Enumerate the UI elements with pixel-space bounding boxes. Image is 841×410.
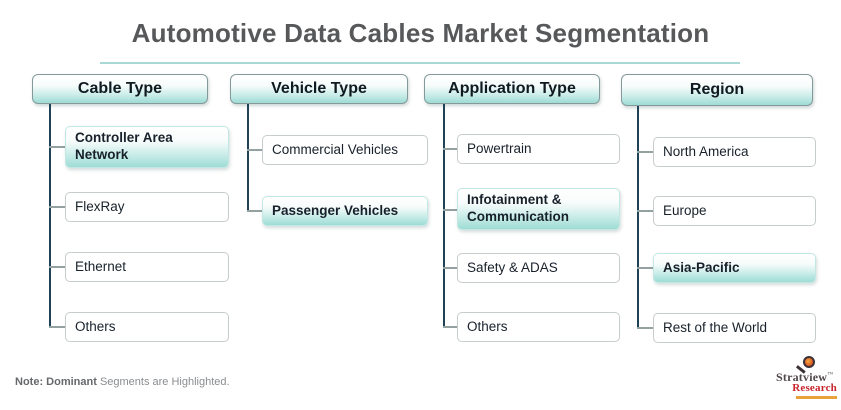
connector-stub — [49, 266, 65, 268]
box-powertrain: Powertrain — [457, 134, 620, 164]
segment-label: North America — [663, 143, 749, 159]
logo-sub-text: Research — [792, 382, 837, 394]
connector-stub — [637, 267, 653, 269]
connector-stub — [443, 209, 457, 211]
box-safety-adas: Safety & ADAS — [457, 253, 620, 283]
header-region: Region — [621, 74, 813, 106]
footnote-rest: Segments are Highlighted. — [96, 376, 230, 388]
header-label: Vehicle Type — [271, 80, 367, 97]
connector-stub — [637, 210, 653, 212]
header-application-type: Application Type — [424, 74, 600, 104]
segment-label: Others — [75, 318, 116, 334]
box-infotainment-communication: Infotainment & Communication — [457, 188, 620, 230]
box-ethernet: Ethernet — [65, 252, 229, 282]
box-controller-area-network: Controller Area Network — [65, 126, 229, 168]
header-label: Cable Type — [77, 80, 163, 97]
box-cable-others: Others — [65, 312, 229, 342]
connector-stub — [443, 326, 457, 328]
connector-stub — [247, 210, 262, 212]
connector-line — [49, 104, 51, 327]
segment-label: Commercial Vehicles — [272, 141, 399, 157]
logo-tagline-line — [796, 396, 837, 399]
connector-stub — [637, 327, 653, 329]
segment-label: Infotainment & Communication — [467, 192, 570, 224]
segment-label: Asia-Pacific — [663, 259, 740, 275]
connector-line — [247, 104, 249, 211]
box-north-america: North America — [653, 137, 816, 167]
connector-stub — [49, 146, 65, 148]
magnifier-icon — [803, 356, 815, 368]
footnote-bold: Note: Dominant — [15, 376, 97, 388]
footnote: Note: Dominant Segments are Highlighted. — [15, 376, 230, 388]
page-title: Automotive Data Cables Market Segmentati… — [131, 18, 710, 48]
segment-label: Passenger Vehicles — [272, 202, 399, 218]
segment-label: Others — [467, 318, 508, 334]
logo-brand-name: Stratview — [776, 370, 828, 384]
segment-label: FlexRay — [75, 198, 125, 214]
connector-stub — [247, 149, 262, 151]
title-underline — [100, 62, 740, 64]
segment-label: Ethernet — [75, 258, 127, 274]
segment-label: Safety & ADAS — [467, 259, 558, 275]
stratview-research-logo: Stratview™ Research — [776, 355, 838, 407]
box-europe: Europe — [653, 196, 816, 226]
segment-label: Rest of the World — [663, 319, 768, 335]
box-commercial-vehicles: Commercial Vehicles — [262, 135, 428, 165]
box-rest-of-world: Rest of the World — [653, 313, 816, 343]
segment-label: Controller Area Network — [75, 130, 173, 162]
segment-label: Europe — [663, 202, 707, 218]
trademark-symbol: ™ — [827, 372, 834, 378]
box-application-others: Others — [457, 312, 620, 342]
box-asia-pacific: Asia-Pacific — [653, 253, 816, 283]
header-vehicle-type: Vehicle Type — [230, 74, 408, 104]
header-cable-type: Cable Type — [32, 74, 208, 104]
connector-stub — [49, 206, 65, 208]
logo-brand-text: Stratview™ — [776, 370, 838, 385]
segment-label: Powertrain — [467, 140, 532, 156]
box-flexray: FlexRay — [65, 192, 229, 222]
connector-stub — [443, 148, 457, 150]
box-passenger-vehicles: Passenger Vehicles — [262, 196, 428, 226]
connector-stub — [49, 326, 65, 328]
connector-line — [637, 106, 639, 328]
connector-line — [443, 104, 445, 327]
header-label: Region — [689, 81, 745, 98]
connector-stub — [637, 151, 653, 153]
connector-stub — [443, 267, 457, 269]
header-label: Application Type — [448, 80, 576, 97]
